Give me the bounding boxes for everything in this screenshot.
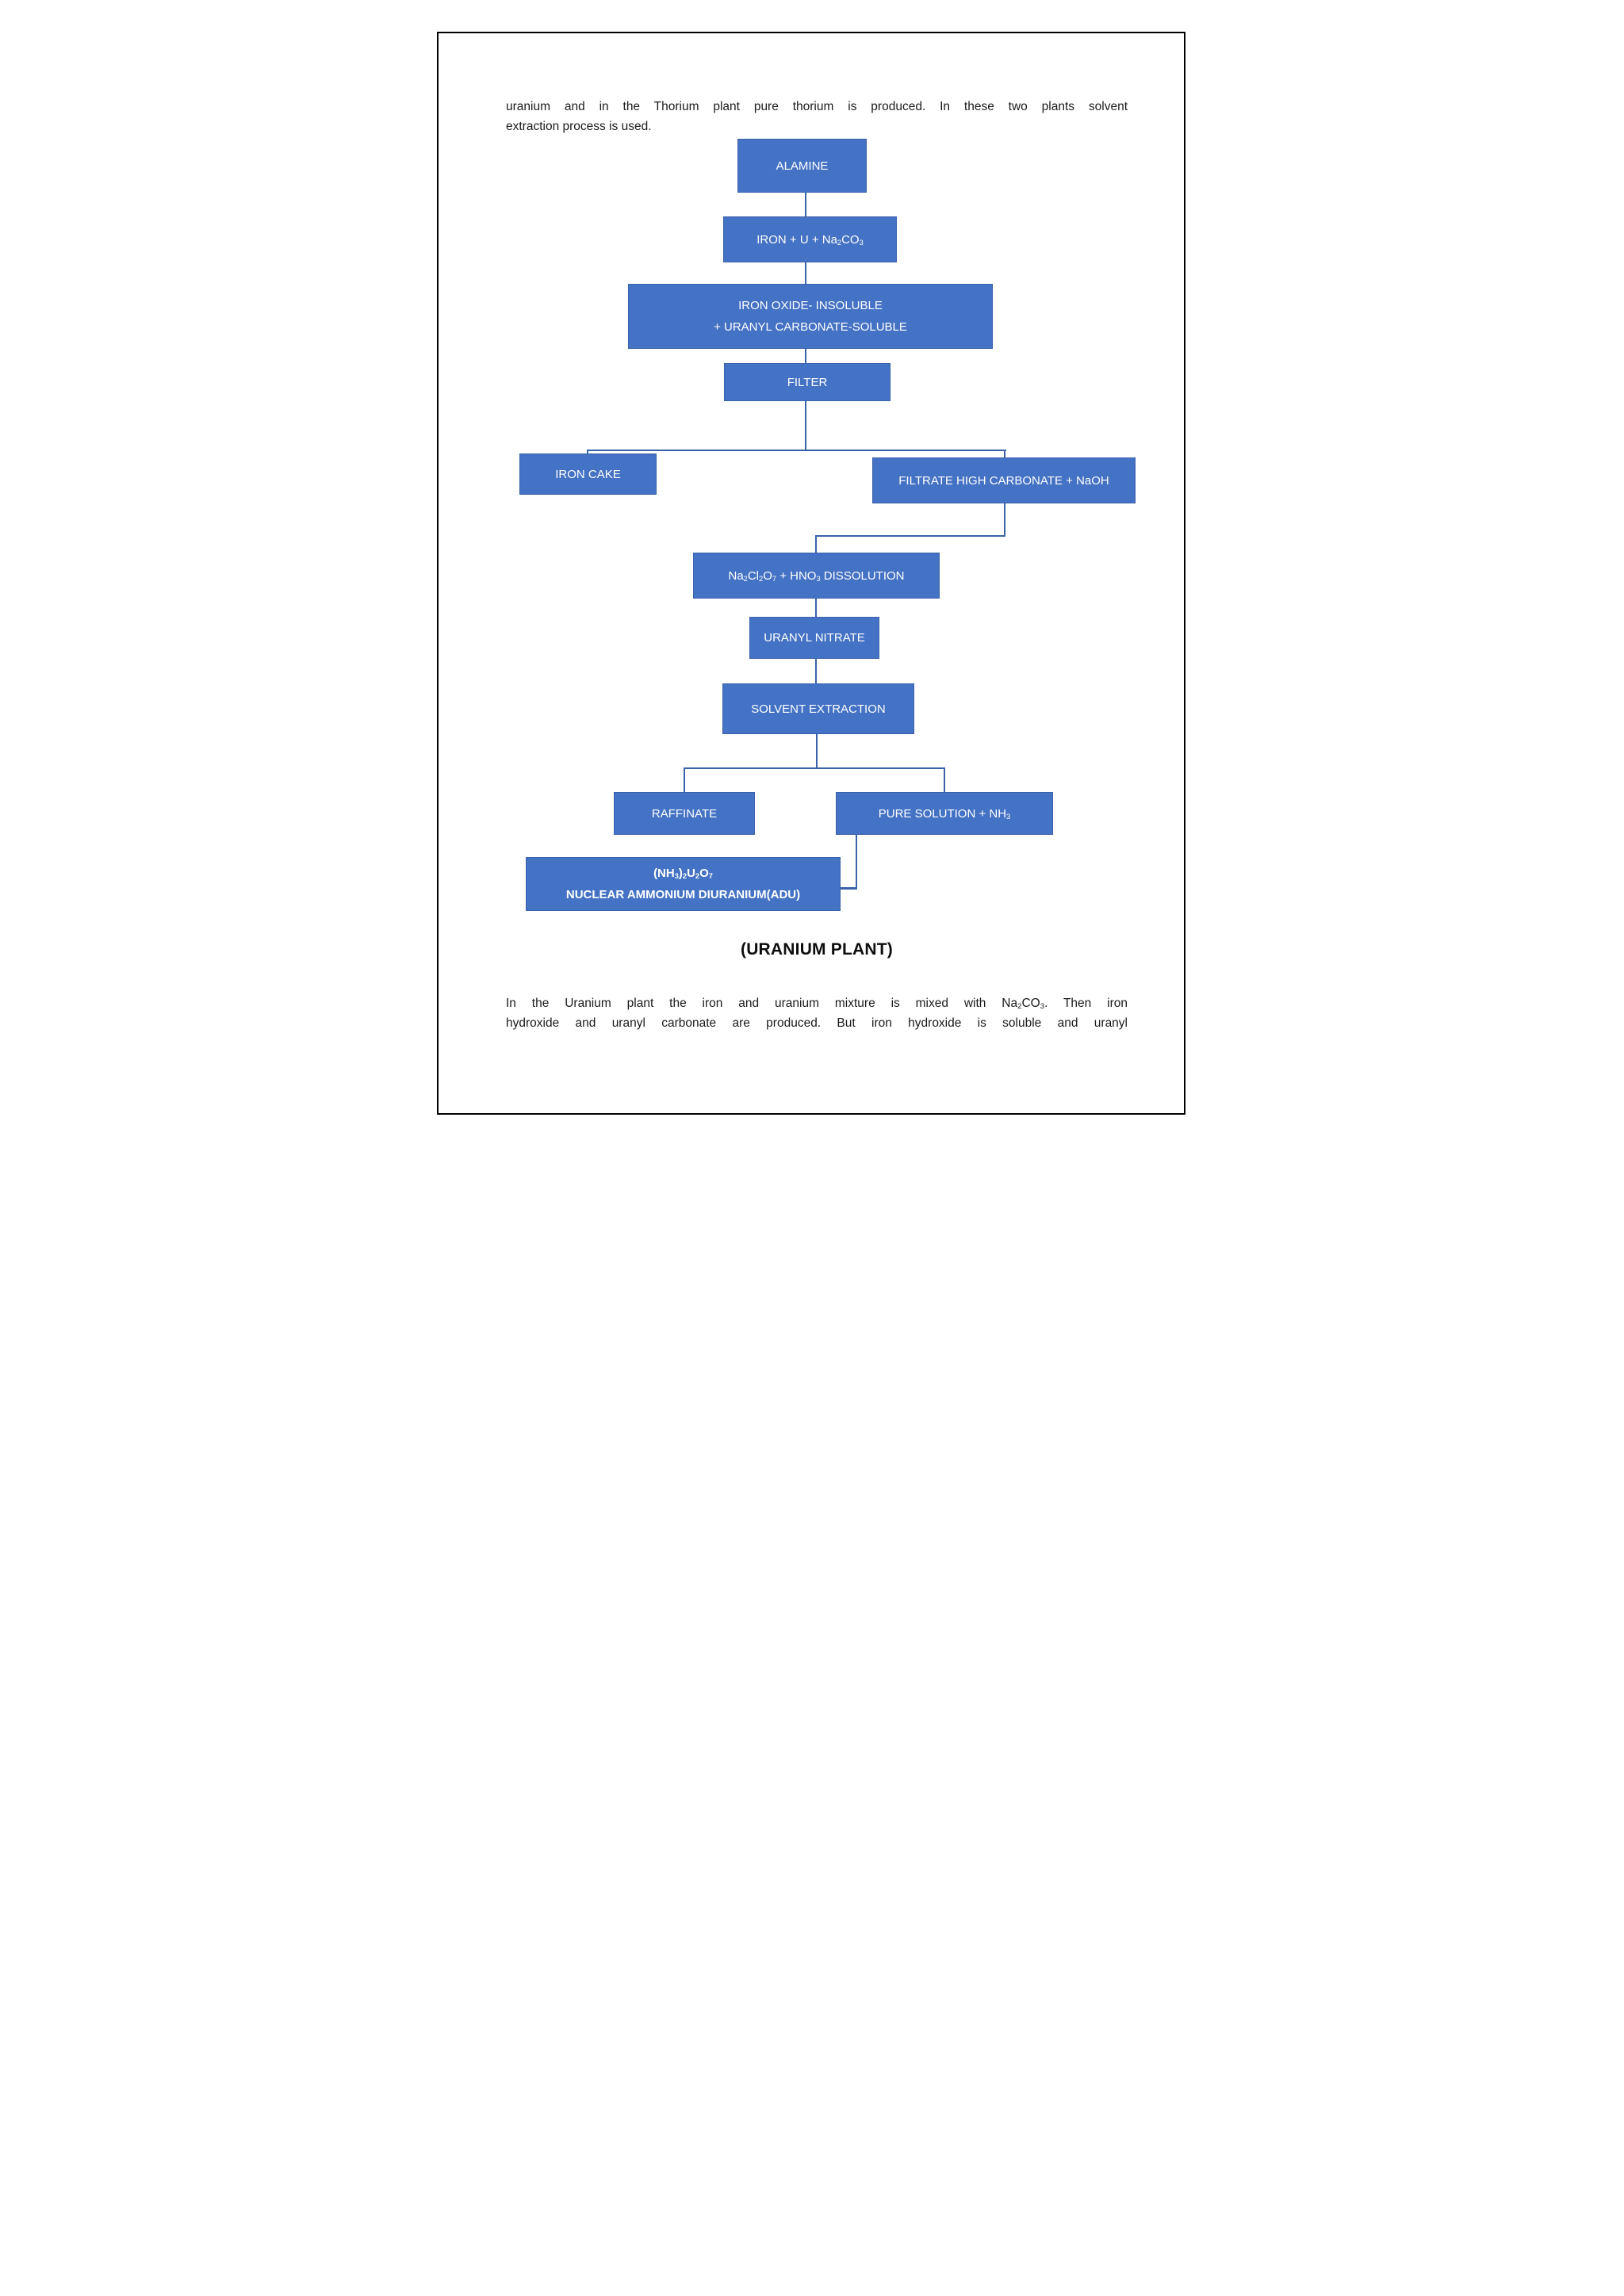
connector-solvent-branch-bar xyxy=(684,767,945,769)
connector-dissolution-uranyl xyxy=(815,599,817,617)
document-page: uranium and in the Thorium plant pure th… xyxy=(406,0,1218,1148)
diagram-caption: (URANIUM PLANT) xyxy=(741,940,893,959)
connector-drop-filtrate xyxy=(1004,450,1005,459)
flowchart-box-iron-u-na2co3: IRON + U + Na2CO3 xyxy=(723,216,897,262)
body-paragraph: In the Uranium plant the iron and uraniu… xyxy=(506,997,1128,1030)
connector-ironoxide-filter xyxy=(805,349,806,363)
connector-filtrate-elbow-stem xyxy=(1004,503,1005,537)
connector-uranyl-solvent xyxy=(815,659,817,683)
connector-ironu-ironoxide xyxy=(805,262,806,284)
flowchart-box-pure-solution-nh3: PURE SOLUTION + NH3 xyxy=(836,792,1053,835)
flowchart-box-alamine: ALAMINE xyxy=(737,139,867,193)
connector-drop-puresolution xyxy=(944,767,945,792)
connector-filtrate-elbow-bar xyxy=(815,535,1005,537)
flowchart-box-dissolution: Na2Cl2O7 + HNO3 DISSOLUTION xyxy=(693,553,940,599)
flowchart-box-uranyl-nitrate: URANYL NITRATE xyxy=(749,617,879,659)
connector-solvent-branch-stem xyxy=(816,734,818,769)
connector-alamine-ironu xyxy=(805,193,806,216)
flowchart-box-iron-oxide: IRON OXIDE- INSOLUBLE+ URANYL CARBONATE-… xyxy=(628,284,993,349)
intro-paragraph: uranium and in the Thorium plant pure th… xyxy=(506,100,1128,133)
flowchart-box-filter: FILTER xyxy=(724,363,891,401)
connector-filter-branch-stem xyxy=(805,401,806,450)
flowchart-box-iron-cake: IRON CAKE xyxy=(519,453,657,495)
connector-drop-dissolution xyxy=(815,535,817,554)
connector-drop-ironcake xyxy=(587,450,588,455)
connector-puresolution-elbow-bar xyxy=(840,887,857,890)
page-border xyxy=(437,32,1185,1115)
flowchart-box-raffinate: RAFFINATE xyxy=(614,792,755,835)
connector-drop-raffinate xyxy=(684,767,685,792)
connector-filter-branch-bar xyxy=(587,450,1006,451)
flowchart-box-solvent-extraction: SOLVENT EXTRACTION xyxy=(722,683,914,734)
connector-puresolution-elbow-stem xyxy=(856,835,857,890)
flowchart-box-filtrate-naoh: FILTRATE HIGH CARBONATE + NaOH xyxy=(872,457,1136,503)
